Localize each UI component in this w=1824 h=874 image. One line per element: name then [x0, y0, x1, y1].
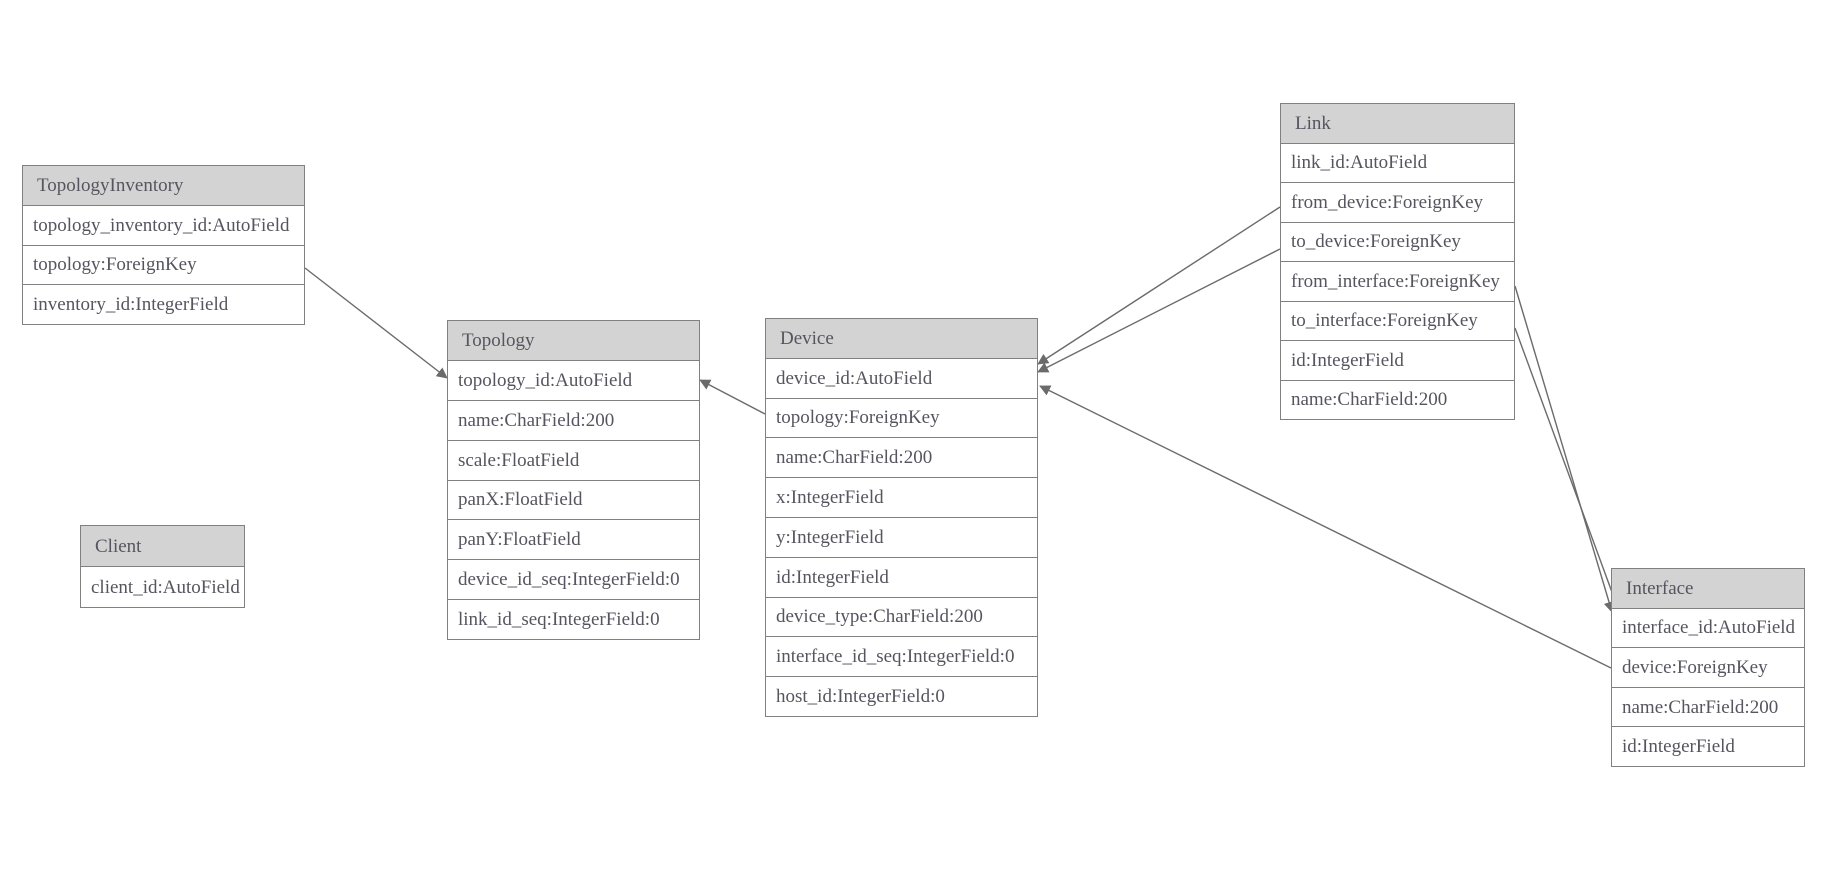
entity-title-topology: Topology: [448, 321, 699, 361]
relation-edge-interface-device: [1039, 385, 1612, 669]
entity-title-interface: Interface: [1612, 569, 1804, 609]
entity-field[interactable]: id:IntegerField: [1281, 341, 1514, 381]
entity-field[interactable]: name:CharField:200: [1612, 687, 1804, 728]
entity-field[interactable]: link_id:AutoField: [1281, 143, 1514, 183]
entity-field[interactable]: to_device:ForeignKey: [1281, 222, 1514, 262]
entity-field[interactable]: id:IntegerField: [1612, 727, 1804, 766]
relation-edge-topologyinventory-topology: [304, 267, 448, 379]
entity-field[interactable]: from_device:ForeignKey: [1281, 183, 1514, 223]
entity-field[interactable]: panY:FloatField: [448, 520, 699, 561]
entity-field[interactable]: interface_id:AutoField: [1612, 608, 1804, 649]
entity-field[interactable]: name:CharField:200: [766, 438, 1037, 479]
entity-field[interactable]: from_interface:ForeignKey: [1281, 262, 1514, 302]
entity-field[interactable]: host_id:IntegerField:0: [766, 677, 1037, 716]
entity-field[interactable]: scale:FloatField: [448, 440, 699, 481]
relation-edge-link-tointerface: [1514, 327, 1622, 615]
entity-field[interactable]: inventory_id:IntegerField: [23, 285, 304, 324]
entity-field[interactable]: name:CharField:200: [448, 400, 699, 441]
entity-field[interactable]: to_interface:ForeignKey: [1281, 301, 1514, 341]
entity-field[interactable]: topology:ForeignKey: [766, 398, 1037, 439]
entity-field[interactable]: topology_id:AutoField: [448, 360, 699, 401]
entity-field[interactable]: device_id_seq:IntegerField:0: [448, 560, 699, 601]
entity-field[interactable]: device_type:CharField:200: [766, 597, 1037, 638]
entity-field[interactable]: id:IntegerField: [766, 557, 1037, 598]
entity-field[interactable]: topology_inventory_id:AutoField: [23, 205, 304, 246]
entity-title-device: Device: [766, 319, 1037, 359]
relation-edge-link-frominterface: [1514, 285, 1615, 613]
relation-edge-link-fromdevice: [1037, 206, 1281, 365]
entity-field[interactable]: device_id:AutoField: [766, 358, 1037, 399]
entity-title-link: Link: [1281, 104, 1514, 144]
entity-field[interactable]: client_id:AutoField: [81, 567, 244, 607]
relation-edge-link-todevice: [1037, 248, 1281, 373]
entity-title-client: Client: [81, 526, 244, 567]
entity-field[interactable]: topology:ForeignKey: [23, 245, 304, 286]
entity-field[interactable]: y:IntegerField: [766, 517, 1037, 558]
entity-field[interactable]: name:CharField:200: [1281, 380, 1514, 419]
entity-field[interactable]: link_id_seq:IntegerField:0: [448, 600, 699, 639]
entity-field[interactable]: panX:FloatField: [448, 480, 699, 521]
relation-edge-device-topology: [699, 379, 766, 415]
entity-field[interactable]: interface_id_seq:IntegerField:0: [766, 637, 1037, 678]
entity-field[interactable]: x:IntegerField: [766, 478, 1037, 518]
entity-field[interactable]: device:ForeignKey: [1612, 648, 1804, 688]
entity-title-topology-inventory: TopologyInventory: [23, 166, 304, 206]
